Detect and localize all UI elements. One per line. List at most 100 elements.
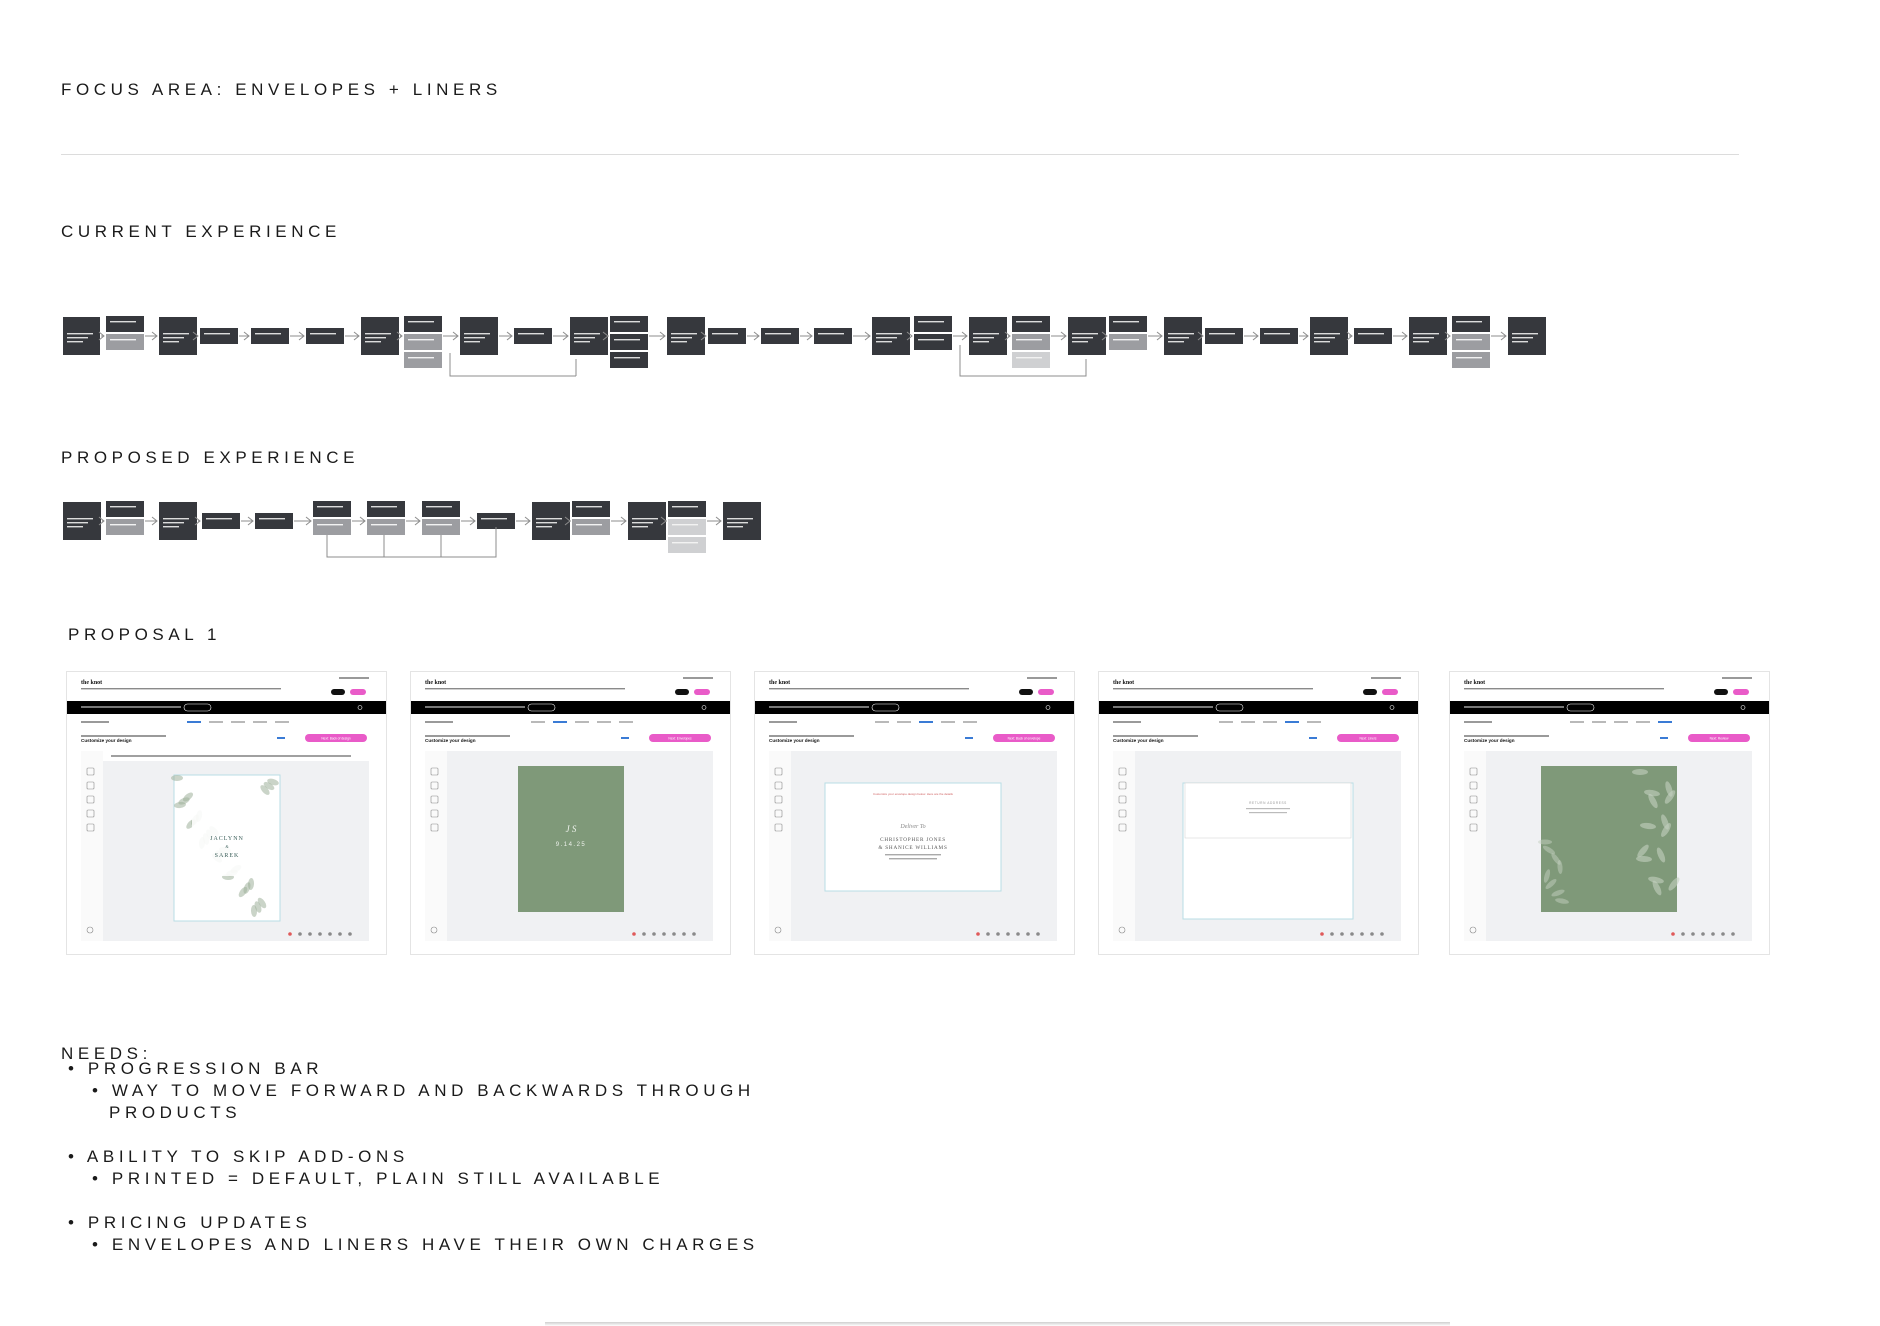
zoom-control-icon[interactable] xyxy=(986,932,990,936)
zoom-control-icon[interactable] xyxy=(996,932,1000,936)
zoom-control-icon[interactable] xyxy=(338,932,342,936)
progress-step[interactable] xyxy=(875,721,889,723)
signup-button[interactable] xyxy=(1733,689,1749,695)
zoom-control-icon[interactable] xyxy=(1036,932,1040,936)
save-link[interactable] xyxy=(621,737,629,739)
zoom-control-icon[interactable] xyxy=(1320,932,1324,936)
progress-step[interactable] xyxy=(1285,721,1299,723)
progress-step[interactable] xyxy=(1658,721,1672,723)
zoom-control-icon[interactable] xyxy=(318,932,322,936)
progress-step[interactable] xyxy=(1241,721,1255,723)
zoom-control-icon[interactable] xyxy=(1681,932,1685,936)
zoom-control-icon[interactable] xyxy=(1731,932,1735,936)
save-link[interactable] xyxy=(965,737,973,739)
login-button[interactable] xyxy=(1363,689,1377,695)
zoom-control-icon[interactable] xyxy=(976,932,980,936)
zoom-control-icon[interactable] xyxy=(308,932,312,936)
proposed-substep xyxy=(367,519,405,535)
zoom-control-icon[interactable] xyxy=(1360,932,1364,936)
signup-button[interactable] xyxy=(1038,689,1054,695)
proposal-screen: the knotCustomize your design Next: Envel… xyxy=(410,671,731,955)
signup-button[interactable] xyxy=(694,689,710,695)
svg-text:J S: J S xyxy=(566,824,577,834)
need-item: • PRICING UPDATES xyxy=(68,1213,311,1233)
progress-step[interactable] xyxy=(531,721,545,723)
proposed-substep xyxy=(668,537,706,553)
page-edge xyxy=(545,1322,1450,1326)
progress-step[interactable] xyxy=(919,721,933,723)
progress-step[interactable] xyxy=(1592,721,1606,723)
progress-step[interactable] xyxy=(1614,721,1628,723)
proposed-step xyxy=(255,513,293,529)
save-link[interactable] xyxy=(1660,737,1668,739)
svg-text:SAREK: SAREK xyxy=(215,853,240,859)
svg-text:9.14.25: 9.14.25 xyxy=(556,842,587,848)
zoom-control-icon[interactable] xyxy=(1721,932,1725,936)
zoom-control-icon[interactable] xyxy=(1370,932,1374,936)
zoom-control-icon[interactable] xyxy=(1671,932,1675,936)
progress-step[interactable] xyxy=(275,721,289,723)
screen-title: Customize your design xyxy=(81,738,132,743)
zoom-control-icon[interactable] xyxy=(328,932,332,936)
need-subitem: • WAY TO MOVE FORWARD AND BACKWARDS THRO… xyxy=(92,1081,755,1101)
proposed-substep xyxy=(313,519,351,535)
progress-step[interactable] xyxy=(1219,721,1233,723)
svg-text:& SHANICE WILLIAMS: & SHANICE WILLIAMS xyxy=(878,845,947,851)
login-button[interactable] xyxy=(1019,689,1033,695)
save-link[interactable] xyxy=(1309,737,1317,739)
signup-button[interactable] xyxy=(350,689,366,695)
progress-step[interactable] xyxy=(619,721,633,723)
zoom-control-icon[interactable] xyxy=(288,932,292,936)
progress-step[interactable] xyxy=(963,721,977,723)
progress-step[interactable] xyxy=(1263,721,1277,723)
progress-step[interactable] xyxy=(575,721,589,723)
svg-text:Next: Envelopes: Next: Envelopes xyxy=(668,737,692,741)
progress-step[interactable] xyxy=(1570,721,1584,723)
login-button[interactable] xyxy=(1714,689,1728,695)
progress-step[interactable] xyxy=(897,721,911,723)
zoom-control-icon[interactable] xyxy=(1380,932,1384,936)
progress-step[interactable] xyxy=(209,721,223,723)
svg-text:RETURN ADDRESS: RETURN ADDRESS xyxy=(1249,801,1287,805)
screen-mockup: the knotCustomize your design Next: Envel… xyxy=(411,672,730,954)
zoom-control-icon[interactable] xyxy=(1350,932,1354,936)
zoom-control-icon[interactable] xyxy=(1330,932,1334,936)
zoom-control-icon[interactable] xyxy=(298,932,302,936)
screen-title: Customize your design xyxy=(425,738,476,743)
zoom-control-icon[interactable] xyxy=(682,932,686,936)
svg-text:Next: Liners: Next: Liners xyxy=(1359,737,1376,741)
login-button[interactable] xyxy=(331,689,345,695)
progress-step[interactable] xyxy=(1307,721,1321,723)
svg-text:Next: Review: Next: Review xyxy=(1710,737,1729,741)
login-button[interactable] xyxy=(675,689,689,695)
progress-step[interactable] xyxy=(1636,721,1650,723)
progress-step[interactable] xyxy=(553,721,567,723)
zoom-control-icon[interactable] xyxy=(1691,932,1695,936)
zoom-control-icon[interactable] xyxy=(348,932,352,936)
zoom-control-icon[interactable] xyxy=(652,932,656,936)
zoom-control-icon[interactable] xyxy=(1701,932,1705,936)
progress-step[interactable] xyxy=(231,721,245,723)
screen-title: Customize your design xyxy=(1464,738,1515,743)
need-subitem: • PRINTED = DEFAULT, PLAIN STILL AVAILAB… xyxy=(92,1169,664,1189)
progress-step[interactable] xyxy=(941,721,955,723)
proposed-substep xyxy=(422,501,460,517)
signup-button[interactable] xyxy=(1382,689,1398,695)
progress-step[interactable] xyxy=(597,721,611,723)
zoom-control-icon[interactable] xyxy=(1016,932,1020,936)
zoom-control-icon[interactable] xyxy=(1711,932,1715,936)
zoom-control-icon[interactable] xyxy=(692,932,696,936)
zoom-control-icon[interactable] xyxy=(632,932,636,936)
zoom-control-icon[interactable] xyxy=(1006,932,1010,936)
zoom-control-icon[interactable] xyxy=(1340,932,1344,936)
progress-step[interactable] xyxy=(253,721,267,723)
zoom-control-icon[interactable] xyxy=(672,932,676,936)
save-link[interactable] xyxy=(277,737,285,739)
zoom-control-icon[interactable] xyxy=(642,932,646,936)
zoom-control-icon[interactable] xyxy=(1026,932,1030,936)
progress-step[interactable] xyxy=(187,721,201,723)
brand-logo: the knot xyxy=(425,680,446,686)
zoom-control-icon[interactable] xyxy=(662,932,666,936)
proposed-step xyxy=(63,502,101,540)
proposed-step xyxy=(723,502,761,540)
